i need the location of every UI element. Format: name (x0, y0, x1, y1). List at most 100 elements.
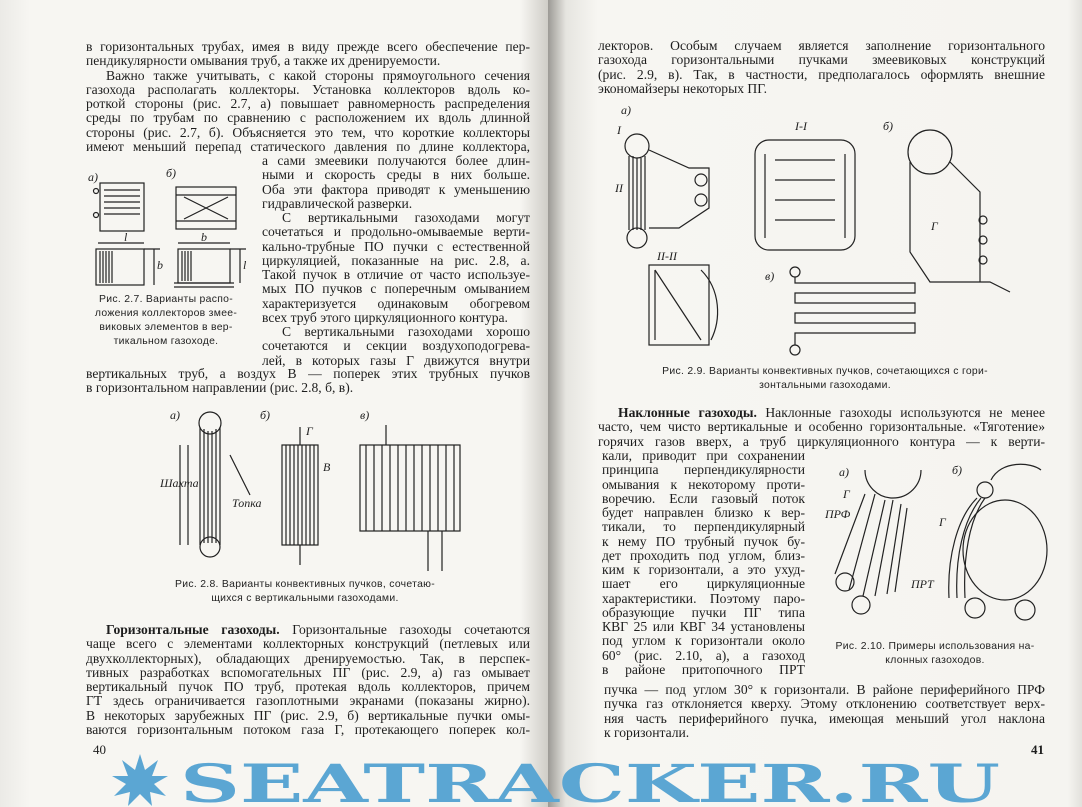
fig-2-10-label-a: а) (839, 465, 849, 479)
text-line: среды по трубам по сравнению с расположе… (86, 110, 530, 126)
text-line: Горизонтальные газоходы. Горизонтальные … (86, 622, 530, 637)
text-line: пучка газ отклоняется кверху. Этому откл… (604, 696, 1045, 712)
text-line: в горизонтальных трубах, имея в виду пре… (86, 39, 530, 54)
fig-2-10-label-b: б) (952, 463, 962, 477)
text-line: кально-трубные ПО пучки с естественной (262, 238, 530, 254)
page-number-left: 40 (93, 742, 106, 757)
fig-2-9-section-1: I (616, 123, 622, 137)
text-line: тивных разработках вспомогательных ПГ (р… (86, 664, 530, 680)
caption-line: Рис. 2.10. Примеры использования на- (835, 641, 1035, 652)
watermark-logo: SEATRACKER.RU (112, 754, 1000, 807)
text-line: кали, приводит при сохранении (602, 448, 805, 463)
text-line: вертикальных труб, а воздух В — поперек … (86, 366, 530, 381)
figure-2-10: а) ПРФ ПРТ Г б) Г (824, 463, 1048, 621)
text-line: циркуляцией, показанные на рис. 2.8, а. (262, 252, 530, 268)
text-line: а сами змеевики получаются более длин- (262, 153, 530, 168)
text-line: горячих газов вверх, а труб циркуляционн… (598, 433, 1045, 449)
caption-line: Рис. 2.7. Варианты распо- (99, 294, 233, 305)
text-line: газохода горизонтальными пучками змеевик… (598, 52, 1045, 68)
text-line: всех труб этого циркуляционного контура. (262, 309, 508, 325)
text-line: Оба эти фактора приводят к уменьшению (262, 181, 530, 197)
text-line: к нему ПО трубный пучок бу- (602, 533, 805, 549)
fig-2-8-caption: Рис. 2.8. Варианты конвективных пучков, … (150, 578, 460, 606)
text-line: сочетаться и продольно-омываемые верти- (262, 224, 530, 240)
caption-line: щихся с вертикальными газоходами. (211, 593, 399, 604)
text-line: вертикальный пучок ПО труб, протекая вдо… (86, 679, 530, 694)
fig-2-9-label-b: б) (883, 119, 893, 133)
fig-2-8-label-air: В (323, 460, 331, 474)
text-line: С вертикальными газоходами хорошо (282, 324, 530, 339)
text-line: В некоторых зарубежных ПГ (рис. 2.9, б) … (86, 707, 530, 723)
watermark-text: SEATRACKER.RU (180, 754, 1000, 807)
fig-2-10-gas-b: Г (938, 515, 947, 529)
caption-line: Рис. 2.8. Варианты конвективных пучков, … (175, 579, 435, 590)
text-line: газохода располагать коллекторы. Установ… (86, 81, 530, 97)
fig-2-8-label-shaft: Шахта (160, 476, 199, 490)
caption-line: ложения коллекторов змее- (94, 308, 238, 319)
left-page (0, 0, 548, 807)
fig-2-7-dim-l: l (124, 230, 128, 244)
text-line: к горизонтали. (604, 724, 690, 740)
text-line: мых ПО пучков с поперечным омыванием (262, 281, 530, 297)
fig-2-9-section-2: II (615, 181, 624, 195)
fig-2-9-caption: Рис. 2.9. Варианты конвективных пучков, … (615, 365, 1035, 393)
text-line: ваются горизонтальным потоком газа Г, пр… (86, 721, 530, 737)
text-line: пендикулярности омывания труб, а также и… (86, 53, 441, 69)
text-line: гидравлической разверки. (262, 195, 413, 211)
text-line: лекторов. Особым случаем является заполн… (598, 38, 1045, 53)
fig-2-8-label-gas: Г (305, 424, 314, 438)
fig-2-10-caption: Рис. 2.10. Примеры использования на-клон… (822, 640, 1048, 668)
text-line: характеризуется одинаковым обогревом (262, 295, 530, 311)
text-line: Такой пучок в отличие от часто используе… (262, 267, 530, 282)
section-horizontal-gas-ducts: Горизонтальные газоходы. Горизонтальные … (86, 622, 530, 737)
text-line: КВГ 25 или КВГ 34 установлены (602, 619, 805, 634)
figure-2-8: а) Шахта Топка б) В Г в) (160, 408, 461, 571)
text-line: образующие пучки ПГ типа (602, 604, 805, 620)
text-line: стороны (рис. 2.7, б). Объясняется это т… (86, 124, 530, 140)
text-block-beside-fig-2-7: а сами змеевики получаются более длин-ны… (262, 153, 530, 368)
text-line: Наклонные газоходы. Наклонные газоходы и… (598, 405, 1045, 420)
fig-2-7-dim-b2: b (201, 230, 207, 244)
fig-2-7-label-b: б) (166, 166, 176, 180)
fig-2-7-dim-l2: l (243, 258, 247, 272)
text-block-right-intro: лекторов. Особым случаем является заполн… (598, 38, 1045, 96)
text-line: Важно также учитывать, с какой стороны п… (106, 67, 530, 83)
text-line: принципа перпендикулярности (602, 462, 805, 478)
text-line: пучка — под углом 30° к горизонтали. В р… (604, 682, 1045, 697)
text-line: 60° (рис. 2.10, а), а газоход (602, 647, 805, 663)
text-line: воречию. Если газовый поток (602, 490, 805, 506)
section-heading: Наклонные газоходы. (618, 405, 757, 420)
text-line: характеристики. Поэтому паро- (602, 590, 805, 606)
text-line: С вертикальными газоходами могут (282, 210, 530, 225)
fig-2-9-label-gas: Г (930, 219, 939, 233)
fig-2-8-label-v: в) (360, 408, 369, 422)
text-block-right-end: пучка — под углом 30° к горизонтали. В р… (604, 682, 1045, 740)
fig-2-7-caption: Рис. 2.7. Варианты распо-ложения коллект… (86, 293, 246, 349)
text-block-intro: в горизонтальных трубах, имея в виду пре… (86, 39, 530, 154)
text-line-rest: Наклонные газоходы используются не менее (756, 405, 1045, 420)
figure-2-7: а) б) l b b l (88, 166, 247, 288)
text-line: часто, чем чисто вертикальные и особенно… (598, 419, 1045, 435)
text-line: ГТ здесь ограничивается газоплотными экр… (86, 693, 530, 709)
fig-2-9-label-v: в) (765, 269, 774, 283)
fig-2-10-gas-a: Г (842, 487, 851, 501)
text-line: роткой стороны (рис. 2.7, а) повышает ра… (86, 96, 530, 111)
fig-2-8-label-b: б) (260, 408, 270, 422)
text-line: в районе притопочного ПРТ (602, 661, 805, 677)
text-line: омывания к некоторому проти- (602, 476, 805, 492)
text-line: имеют меньший перепад статического давле… (86, 138, 530, 154)
fig-2-9-view-1: I-I (794, 119, 808, 133)
fig-2-7-label-a: а) (88, 170, 98, 184)
fig-2-8-label-furnace: Топка (232, 496, 262, 510)
text-line: под углом к горизонтали около (602, 633, 805, 649)
text-line: тикали, то перпендикулярный (602, 519, 805, 535)
fig-2-7-dim-b: b (157, 258, 163, 272)
text-line: экономайзеры некоторых ПГ. (598, 80, 767, 96)
fig-2-8-label-a: а) (170, 408, 180, 422)
text-block-air-heater: вертикальных труб, а воздух В — поперек … (86, 366, 530, 396)
page-number-right: 41 (1031, 742, 1044, 757)
figure-2-9: а) I II I-I б) Г II-II в) (615, 103, 1011, 356)
text-line: дет проходить под углом, близ- (602, 547, 805, 563)
caption-line: клонных газоходов. (885, 655, 985, 666)
